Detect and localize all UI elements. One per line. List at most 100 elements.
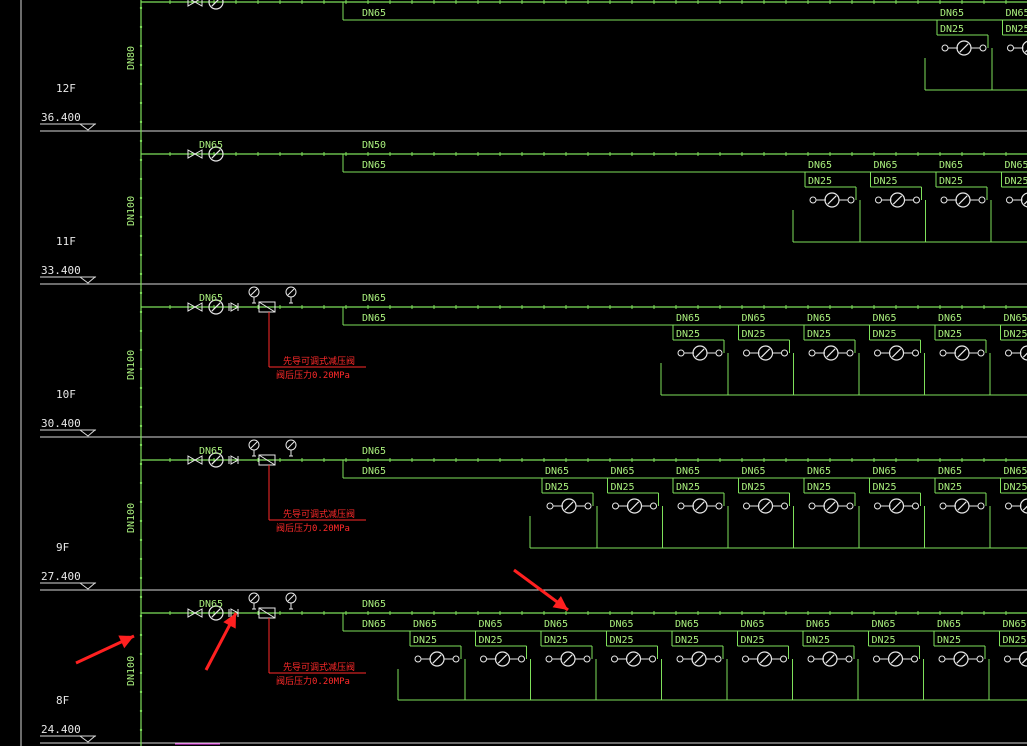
riser-tick: [139, 500, 143, 504]
pressure-gauge-icon: [692, 345, 708, 361]
valve-icon: [781, 502, 788, 510]
branch-pipe-label: DN25: [1006, 24, 1027, 35]
alarm-pipe-label: DN65: [807, 313, 831, 324]
valve-icon: [715, 349, 723, 357]
floor-name: 10F: [56, 388, 76, 401]
riser-tick: [139, 538, 143, 542]
pressure-gauge-icon: [756, 651, 773, 667]
alarm-pipe-label: DN65: [676, 466, 700, 477]
elevation-marker: [78, 429, 97, 437]
valve-icon: [611, 655, 618, 663]
pressure-gauge-icon: [888, 345, 905, 361]
sprinkler-unit: [869, 325, 925, 395]
gate-valve-icon: [187, 608, 203, 618]
pressure-gauge-icon: [429, 651, 445, 667]
branch-pipe-label: DN25: [1004, 482, 1027, 493]
branch-pipe-label: DN25: [413, 635, 437, 646]
valve-icon: [873, 655, 880, 663]
valve-icon: [583, 655, 591, 663]
valve-icon: [612, 502, 619, 510]
sprinkler-unit: [1001, 172, 1027, 208]
sprinkler-unit: [803, 478, 860, 548]
valve-icon: [846, 502, 854, 510]
valve-icon: [808, 349, 816, 357]
valve-icon: [912, 502, 919, 510]
branch-pipe-label: DN25: [939, 176, 963, 187]
pressure-gauge-icon: [887, 651, 904, 667]
branch-pipe-label: DN25: [874, 176, 898, 187]
riser-tick: [139, 291, 143, 295]
main-pipe-label: DN65: [362, 293, 386, 304]
sprinkler-unit: [804, 172, 861, 242]
valve-icon: [808, 502, 816, 510]
valve-icon: [650, 502, 657, 510]
riser-tick: [139, 215, 143, 219]
main-pipe-label: DN65: [362, 446, 386, 457]
floor-elevation: 30.400: [41, 417, 81, 430]
gate-valve-icon: [187, 455, 203, 465]
pressure-reducing-valve-icon: [258, 454, 276, 466]
pressure-gauge-icon: [208, 299, 224, 315]
gate-valve-icon: [187, 149, 203, 159]
riser-size-label: DN100: [126, 196, 137, 226]
arrow-icon: [204, 612, 238, 671]
alarm-pipe-label: DN65: [1003, 619, 1027, 630]
sprinkler-unit: [803, 325, 860, 395]
pressure-gauge-icon: [285, 286, 297, 304]
branch-pipe-label: DN25: [544, 635, 568, 646]
valve-icon: [978, 196, 986, 204]
alarm-pipe-label: DN65: [545, 466, 569, 477]
pressure-gauge-icon: [888, 498, 905, 514]
pressure-gauge-icon: [757, 498, 774, 514]
arrow-icon: [513, 568, 569, 612]
elevation-marker: [78, 276, 97, 284]
pressure-gauge-icon: [823, 345, 839, 361]
valve-icon: [452, 655, 460, 663]
labels: 12F36.400DN80DN65DN65DN65DN25DN65DN2511F…: [41, 8, 1027, 736]
riser-tick: [139, 557, 143, 561]
branch-pipe-label: DN25: [873, 482, 897, 493]
sprinkler-unit: [936, 20, 993, 90]
sprinkler-unit: [868, 631, 924, 700]
valve-icon: [977, 349, 985, 357]
valve-icon: [676, 655, 684, 663]
valve-icon: [940, 196, 948, 204]
sprinkler-unit: [540, 631, 597, 700]
valve-icon: [913, 196, 920, 204]
riser-size-label: DN80: [126, 46, 137, 70]
branch-pipe-label: DN25: [676, 482, 700, 493]
branch-pipe-label: DN25: [938, 329, 962, 340]
pressure-gauge-icon: [889, 192, 906, 208]
sprinkler-unit: [1000, 325, 1027, 361]
prv-note-model: 先导可调式减压阀: [283, 661, 355, 673]
sprinkler-unit: [737, 631, 793, 700]
riser-tick: [139, 728, 143, 732]
valve-icon: [677, 502, 685, 510]
riser-tick: [139, 462, 143, 466]
branch-pipe-label: DN25: [675, 635, 699, 646]
branch-pipe-label: DN25: [938, 482, 962, 493]
sprinkler-unit: [933, 631, 990, 700]
riser-tick: [139, 253, 143, 257]
riser-tick: [139, 443, 143, 447]
riser-tick: [139, 386, 143, 390]
pressure-gauge-icon: [757, 345, 774, 361]
sprinkler-unit: [672, 325, 729, 395]
sprinkler-unit: [934, 478, 991, 548]
elevation-marker: [78, 123, 97, 131]
branch-pipe-label: DN25: [741, 635, 765, 646]
alarm-pipe-label: DN65: [544, 619, 568, 630]
riser-size-label: DN100: [126, 350, 137, 380]
pressure-gauge-icon: [1018, 651, 1027, 667]
valve-size-label: DN65: [199, 446, 223, 457]
sprinkler-unit: [409, 631, 466, 700]
valve-icon: [743, 349, 750, 357]
elevation-marker: [78, 582, 97, 590]
pressure-gauge-icon: [691, 651, 707, 667]
riser-size-label: DN100: [126, 656, 137, 686]
branch-pipe-label: DN65: [362, 160, 386, 171]
pressure-reducing-valve-icon: [258, 607, 276, 619]
pressure-gauge-icon: [953, 651, 969, 667]
floor-8f: [141, 592, 1027, 701]
branch-pipe-label: DN65: [362, 313, 386, 324]
